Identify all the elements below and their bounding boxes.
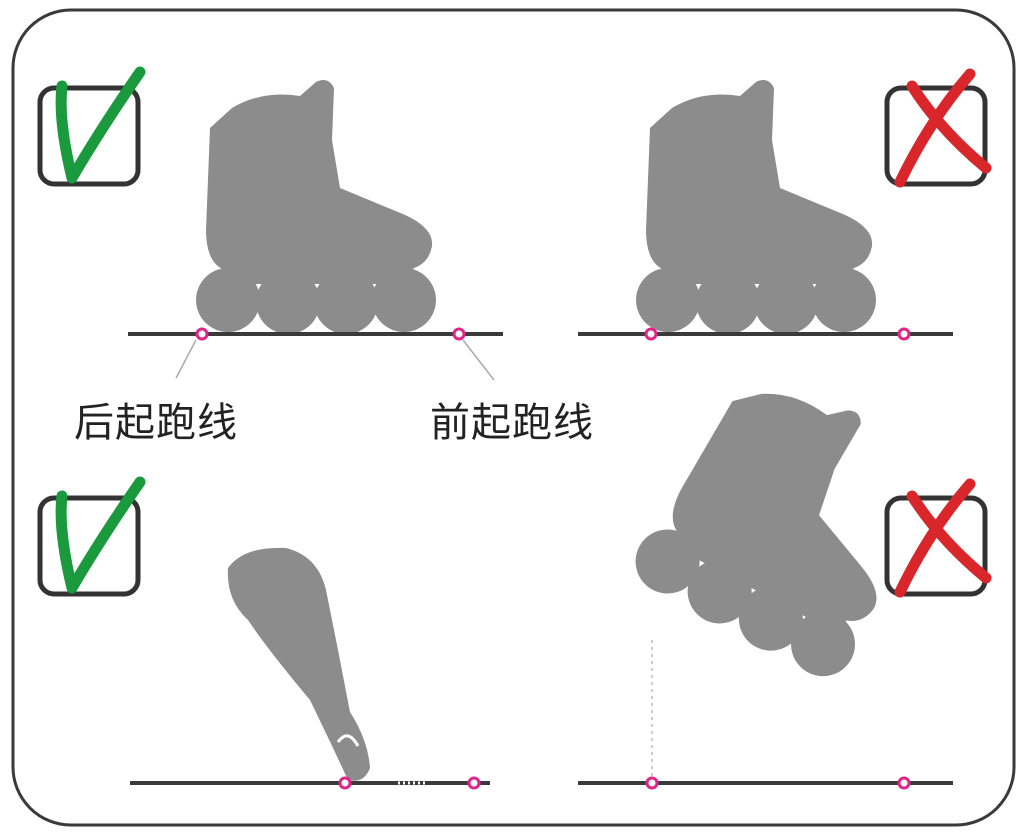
rear-start-marker <box>645 776 659 790</box>
mark-box <box>37 495 141 597</box>
mark-box <box>884 85 988 187</box>
inline-skate-tilted <box>227 547 370 781</box>
front-start-marker <box>452 327 466 341</box>
mark-box <box>884 495 988 597</box>
frame-highlight <box>336 734 360 747</box>
inline-skate-lifted <box>623 352 955 690</box>
check-mark-icon <box>55 476 146 594</box>
rear-start-line-label: 后起跑线 <box>74 400 238 446</box>
front-line-pointer <box>462 339 495 381</box>
front-start-marker <box>897 327 911 341</box>
diagram-frame <box>11 8 1016 827</box>
check-mark-icon <box>55 66 146 184</box>
panel-top-left <box>37 66 503 381</box>
rear-start-marker <box>195 327 209 341</box>
front-start-marker <box>897 776 911 790</box>
rear-start-marker <box>644 327 658 341</box>
panel-bottom-right <box>578 352 992 790</box>
panel-top-right <box>578 68 992 341</box>
panel-bottom-left <box>37 476 490 790</box>
front-start-line-label: 前起跑线 <box>430 400 594 446</box>
mark-box <box>37 85 141 187</box>
cross-mark-icon <box>894 68 992 188</box>
front-start-marker <box>467 776 481 790</box>
inline-skate <box>636 80 876 334</box>
inline-skate <box>196 80 436 334</box>
rear-start-marker <box>338 776 352 790</box>
rear-line-pointer <box>175 339 197 379</box>
cross-mark-icon <box>894 478 992 598</box>
